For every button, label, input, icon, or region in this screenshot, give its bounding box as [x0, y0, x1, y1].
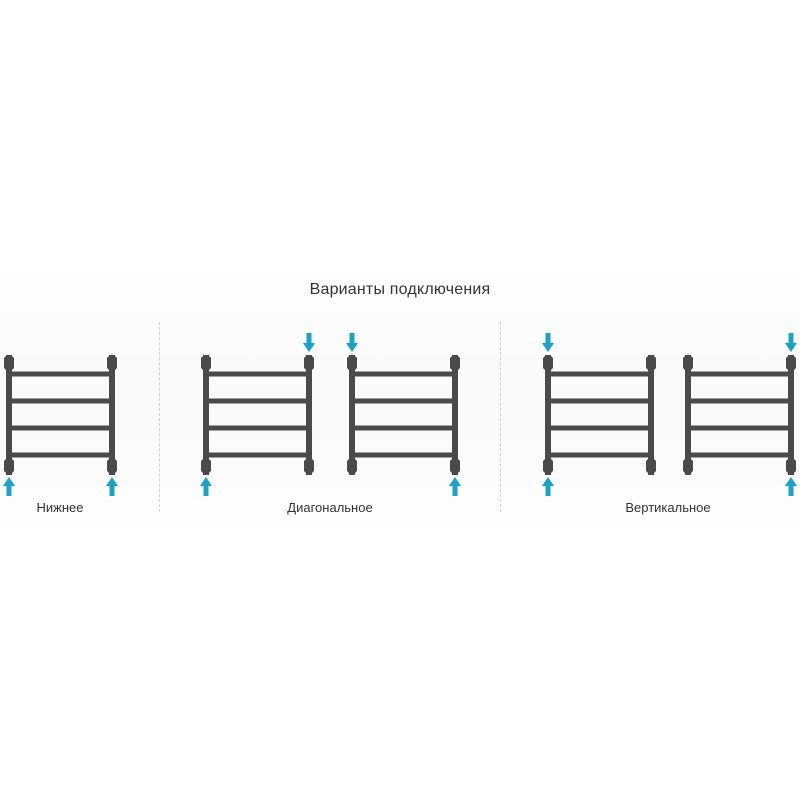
radiator-cap: [4, 459, 14, 473]
radiator: [683, 355, 796, 475]
arrow-down-icon: [346, 333, 358, 352]
arrow-down-icon: [542, 333, 554, 352]
radiator-riser: [788, 355, 794, 475]
group-label-bottom: Нижнее: [36, 500, 84, 515]
radiator-rung: [688, 371, 791, 377]
arrow-up-icon: [542, 477, 554, 496]
radiator-cap: [683, 356, 693, 370]
radiator-rung: [9, 425, 112, 431]
radiator-rung: [548, 425, 651, 431]
radiator-riser: [203, 355, 209, 475]
group-divider: [159, 322, 160, 512]
radiator-cap: [646, 459, 656, 473]
radiator-rung: [206, 452, 309, 458]
group-label-vertical: Вертикальное: [625, 500, 711, 515]
radiator: [347, 355, 460, 475]
radiator: [4, 355, 117, 475]
radiator-rung: [548, 452, 651, 458]
radiator-riser: [685, 355, 691, 475]
radiator-riser: [109, 355, 115, 475]
radiator-cap: [543, 356, 553, 370]
radiator-cap: [4, 356, 14, 370]
radiator-riser: [306, 355, 312, 475]
arrow-up-icon: [200, 477, 212, 496]
radiator-rung: [206, 425, 309, 431]
radiator-cap: [304, 356, 314, 370]
radiator-cap: [786, 356, 796, 370]
radiator-cap: [347, 356, 357, 370]
radiator-cap: [201, 459, 211, 473]
radiator-cap: [347, 459, 357, 473]
radiator-cap: [107, 459, 117, 473]
radiator-cap: [450, 459, 460, 473]
radiator-riser: [545, 355, 551, 475]
radiator-cap: [683, 459, 693, 473]
radiator-rung: [352, 371, 455, 377]
radiator-cap: [107, 356, 117, 370]
radiator-cap: [646, 356, 656, 370]
arrow-up-icon: [3, 477, 15, 496]
arrow-up-icon: [449, 477, 461, 496]
radiator-rung: [9, 371, 112, 377]
radiator-riser: [648, 355, 654, 475]
radiator-rung: [352, 425, 455, 431]
arrow-up-icon: [785, 477, 797, 496]
page-title: Варианты подключения: [309, 281, 491, 298]
radiator-cap: [201, 356, 211, 370]
radiator-rung: [688, 425, 791, 431]
radiator-rung: [548, 371, 651, 377]
radiator-cap: [543, 459, 553, 473]
radiator: [201, 355, 314, 475]
radiator-cap: [786, 459, 796, 473]
radiator-cap: [450, 356, 460, 370]
arrow-down-icon: [303, 333, 315, 352]
radiator-rung: [548, 398, 651, 404]
radiator-rung: [9, 398, 112, 404]
radiator-riser: [452, 355, 458, 475]
radiator-rung: [206, 371, 309, 377]
group-label-diagonal: Диагональное: [287, 500, 373, 515]
radiator-riser: [349, 355, 355, 475]
radiator-rung: [688, 398, 791, 404]
arrow-up-icon: [106, 477, 118, 496]
radiator-rung: [9, 452, 112, 458]
arrow-down-icon: [785, 333, 797, 352]
radiator-rung: [352, 398, 455, 404]
radiator-rung: [688, 452, 791, 458]
group-divider: [500, 322, 501, 512]
radiator-riser: [6, 355, 12, 475]
radiator: [543, 355, 656, 475]
radiator-rung: [206, 398, 309, 404]
radiator-rung: [352, 452, 455, 458]
radiator-cap: [304, 459, 314, 473]
